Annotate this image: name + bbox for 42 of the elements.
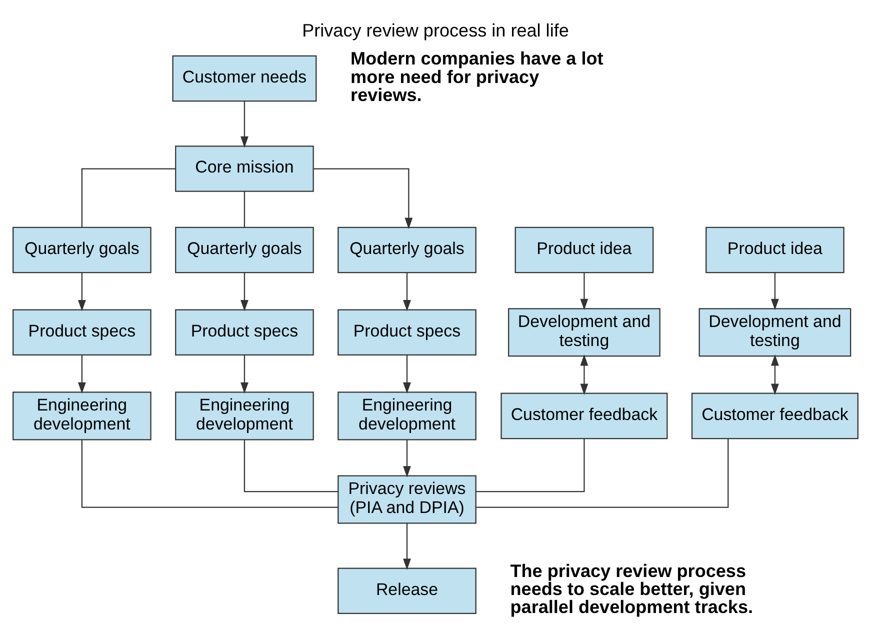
arrow bbox=[403, 354, 411, 394]
connector bbox=[81, 168, 176, 227]
node-box: Product idea bbox=[706, 226, 844, 273]
label: Modern companies have a lot more need for privacy reviews. bbox=[350, 48, 604, 104]
arrow bbox=[580, 354, 588, 395]
node-box: Customer needs bbox=[172, 54, 317, 102]
arrow bbox=[403, 272, 411, 311]
node-box: Quarterly goals bbox=[175, 226, 314, 273]
arrow bbox=[240, 100, 248, 148]
node-box: Customer feedback bbox=[691, 392, 858, 439]
label: The privacy review process needs to scale better, given parallel development tracks. bbox=[510, 560, 754, 617]
arrow bbox=[771, 272, 779, 310]
arrow bbox=[403, 439, 411, 477]
arrow bbox=[240, 354, 248, 394]
node-box: Product specs bbox=[175, 308, 314, 356]
connector bbox=[244, 439, 338, 492]
connector bbox=[81, 439, 338, 508]
node-box: Engineering development bbox=[12, 391, 152, 440]
node-box: Engineering development bbox=[338, 391, 476, 440]
arrow bbox=[771, 354, 779, 395]
connector bbox=[476, 438, 729, 508]
arrow bbox=[403, 522, 411, 570]
node-box: Quarterly goals bbox=[338, 226, 476, 273]
diagram-title: Privacy review process in real life bbox=[302, 20, 569, 40]
node-box: Release bbox=[338, 567, 476, 614]
arrow bbox=[78, 354, 86, 394]
arrow bbox=[314, 168, 413, 229]
connector bbox=[244, 190, 246, 227]
node-box: Quarterly goals bbox=[12, 226, 152, 273]
node-box: Product specs bbox=[338, 308, 476, 356]
node-box: Product idea bbox=[514, 226, 654, 273]
node-box: Customer feedback bbox=[500, 392, 668, 439]
node-box: Core mission bbox=[175, 145, 314, 192]
arrow bbox=[580, 272, 588, 310]
node-box: Development and testing bbox=[508, 308, 660, 356]
node-box: Development and testing bbox=[698, 308, 852, 356]
node-box: Product specs bbox=[12, 308, 152, 356]
arrow bbox=[240, 272, 248, 311]
connector bbox=[476, 438, 585, 492]
node-box: Engineering development bbox=[175, 391, 314, 440]
arrow bbox=[78, 272, 86, 311]
node-box: Privacy reviews (PIA and DPIA) bbox=[338, 474, 476, 524]
